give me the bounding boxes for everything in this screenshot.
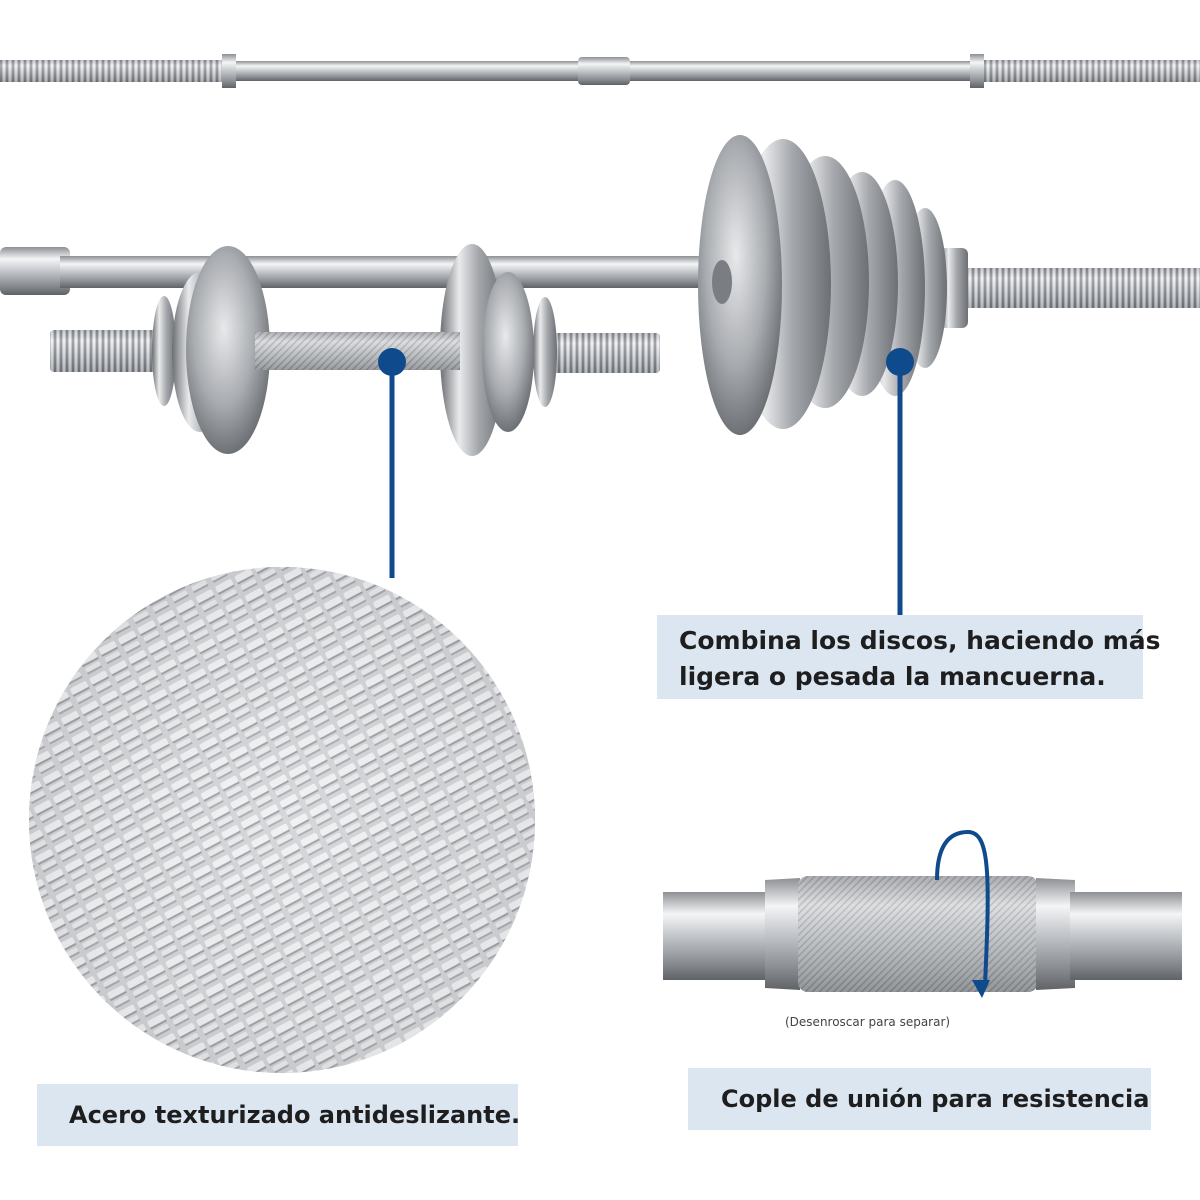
pointer-grip [378,348,406,578]
callout-discs: Combina los discos, haciendo más ligera … [657,615,1161,699]
barbell-bar [0,247,1200,308]
dumbbell [50,244,660,456]
callout-coupling: Cople de unión para resistencia [688,1068,1151,1130]
barbell-bar-top [0,54,1200,88]
caption-unscrew-text: (Desenroscar para separar) [785,1015,951,1029]
callout-steel: Acero texturizado antideslizante. [37,1084,520,1146]
callout-discs-line1: Combina los discos, haciendo más [679,626,1161,655]
pointer-plates [886,348,914,615]
knurl-texture-circle [29,567,535,1073]
barbell-plate-stack [698,135,968,435]
rotate-arrow-icon [935,830,990,998]
callout-discs-line2: ligera o pesada la mancuerna. [679,662,1106,691]
coupling-closeup [663,876,1182,992]
